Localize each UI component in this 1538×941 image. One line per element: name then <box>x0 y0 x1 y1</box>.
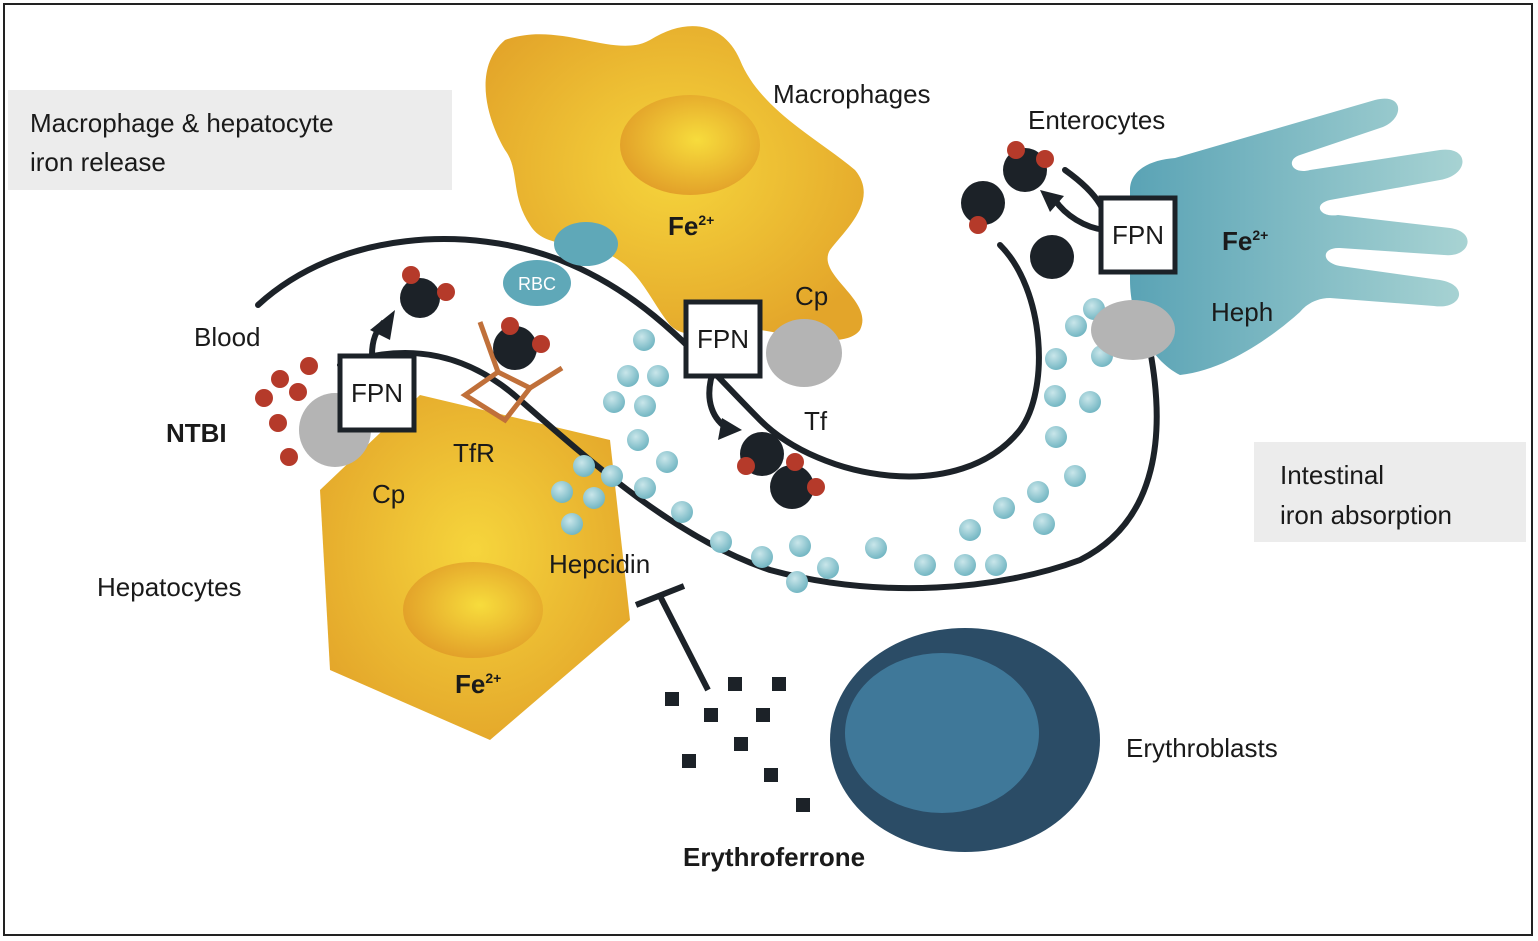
hepcidin-particle <box>1079 391 1101 413</box>
intestinal-absorption-line1: Intestinal <box>1280 460 1384 490</box>
arrowhead <box>370 310 395 340</box>
tf-iron-molecule <box>493 317 550 370</box>
hepcidin-particle <box>817 557 839 579</box>
arrowhead <box>1040 190 1064 212</box>
hepcidin-particle <box>954 554 976 576</box>
fpn-label: FPN <box>351 378 403 408</box>
erythroblasts-label: Erythroblasts <box>1126 733 1278 763</box>
hepcidin-particle <box>751 546 773 568</box>
intestinal-absorption-box <box>1254 442 1526 542</box>
hepatocytes-label: Hepatocytes <box>97 572 242 602</box>
macrophage-release-line2: iron release <box>30 147 166 177</box>
macrophages-label: Macrophages <box>773 79 931 109</box>
hepcidin-particle <box>1064 465 1086 487</box>
blood-vessel-lower-wall <box>337 347 1160 592</box>
hepcidin-particles <box>551 298 1113 593</box>
hepcidin-particle <box>786 571 808 593</box>
hepcidin-particle <box>634 477 656 499</box>
erythroferrone-label: Erythroferrone <box>683 842 865 872</box>
hepcidin-particle <box>601 465 623 487</box>
hepcidin-particle <box>789 535 811 557</box>
hepcidin-particle <box>985 554 1007 576</box>
tf-iron-molecule <box>961 181 1005 234</box>
hepcidin-particle <box>710 531 732 553</box>
hepcidin-particle <box>1045 426 1067 448</box>
hepcidin-particle <box>865 537 887 559</box>
figure-border <box>3 3 1533 936</box>
enterocytes-label: Enterocytes <box>1028 105 1165 135</box>
hepcidin-particle <box>1045 348 1067 370</box>
hepcidin-particle <box>656 451 678 473</box>
enterocyte-cell <box>1130 98 1468 375</box>
hepcidin-particle <box>583 487 605 509</box>
hepcidin-inhibition <box>634 583 711 692</box>
fpn-hepatocyte: FPN <box>337 353 417 433</box>
hepcidin-particle <box>1033 513 1055 535</box>
hepcidin-particle <box>1027 481 1049 503</box>
heph-enterocyte <box>1091 300 1175 360</box>
erythroblast-nucleus <box>845 653 1039 813</box>
tfr-label: TfR <box>453 438 495 468</box>
hepcidin-particle <box>993 497 1015 519</box>
macrophage-nucleus <box>620 95 760 195</box>
ntbi-dots <box>255 357 318 466</box>
rbc-cell-labeled <box>503 260 571 306</box>
fe-enterocyte-label: Fe2+ <box>1222 226 1268 256</box>
tf-label: Tf <box>804 406 828 436</box>
fpn-label: FPN <box>1112 220 1164 250</box>
hepcidin-particle <box>671 501 693 523</box>
rbc-cell <box>554 222 618 266</box>
hepcidin-particle <box>647 365 669 387</box>
ntbi-label: NTBI <box>166 418 227 448</box>
rbc-label: RBC <box>518 274 556 294</box>
hepcidin-particle <box>634 395 656 417</box>
macrophage-release-line1: Macrophage & hepatocyte <box>30 108 334 138</box>
hepcidin-label: Hepcidin <box>549 549 650 579</box>
hepcidin-particle <box>1065 315 1087 337</box>
macrophage-release-box <box>8 90 452 190</box>
hepatocyte-nucleus <box>403 562 543 658</box>
hepcidin-particle <box>603 391 625 413</box>
tf-iron-molecule <box>737 432 784 476</box>
fe-macrophage-label: Fe2+ <box>668 211 714 241</box>
hepcidin-particle <box>551 481 573 503</box>
hepcidin-particle <box>573 455 595 477</box>
hepcidin-particle <box>1044 385 1066 407</box>
fpn-enterocyte: FPN <box>1098 195 1178 275</box>
tfr-receptor <box>460 321 564 424</box>
iron-molecules <box>400 141 1074 509</box>
tf-iron-molecule <box>1003 141 1054 192</box>
hepcidin-particle <box>617 365 639 387</box>
hepcidin-particle <box>561 513 583 535</box>
heph-label: Heph <box>1211 297 1273 327</box>
apo-tf-molecule <box>1030 235 1074 279</box>
hepcidin-particle <box>633 329 655 351</box>
cp-macrophage-label: Cp <box>795 281 828 311</box>
hepcidin-particle <box>627 429 649 451</box>
erythroferrone-squares <box>665 677 810 812</box>
arrowhead <box>718 418 742 440</box>
intestinal-absorption-line2: iron absorption <box>1280 500 1452 530</box>
blood-label: Blood <box>194 322 261 352</box>
fpn-label: FPN <box>697 324 749 354</box>
cp-macrophage <box>766 319 842 387</box>
hepcidin-particle <box>959 519 981 541</box>
cp-hepatocyte-label: Cp <box>372 479 405 509</box>
fe-hepatocyte-label: Fe2+ <box>455 669 501 699</box>
fpn-macrophage: FPN <box>683 299 763 379</box>
tf-iron-molecule <box>400 266 455 318</box>
blood-vessel-upper-wall <box>255 236 1042 480</box>
tf-iron-molecule <box>770 453 825 509</box>
hepcidin-particle <box>914 554 936 576</box>
